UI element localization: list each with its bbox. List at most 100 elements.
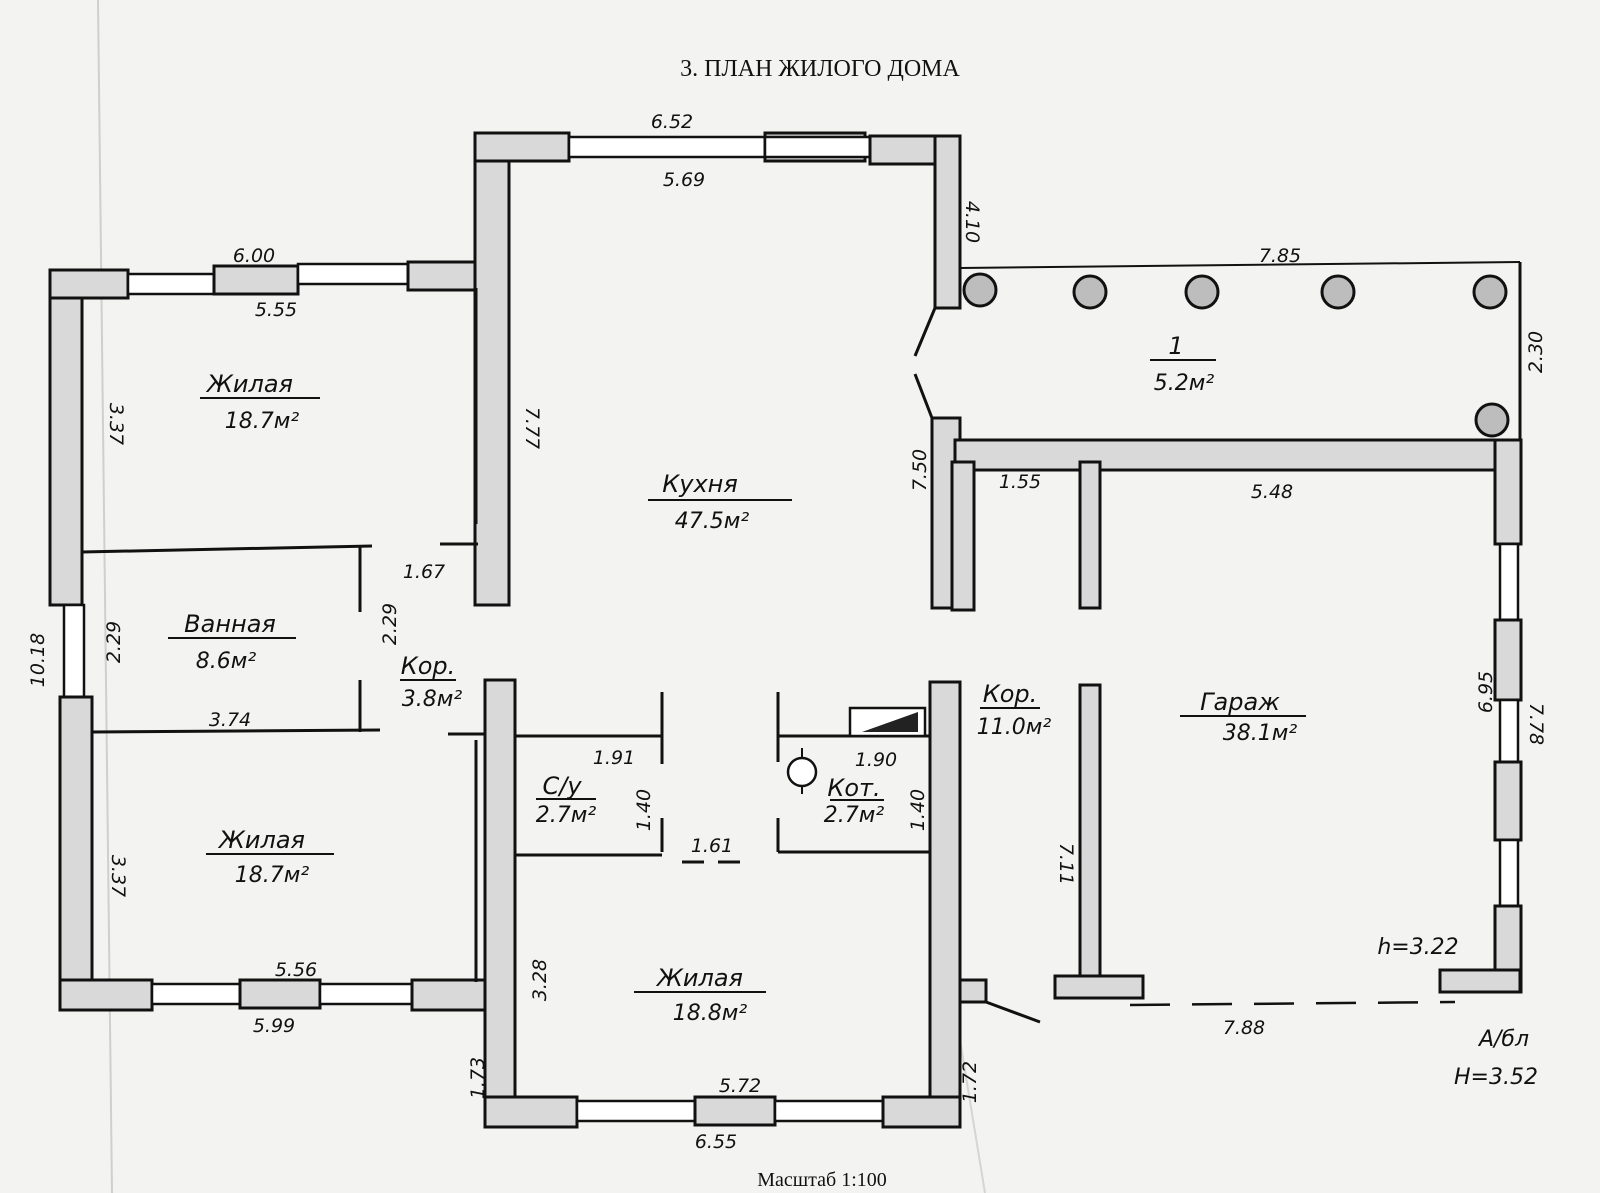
- dim-6-00: 6.00: [233, 245, 275, 267]
- dim-5-72: 5.72: [719, 1075, 761, 1097]
- dim-1-40-left: 1.40: [633, 789, 655, 831]
- dim-3-28: 3.28: [529, 959, 551, 1001]
- dim-1-55: 1.55: [999, 471, 1041, 493]
- dim-7-88: 7.88: [1223, 1017, 1265, 1039]
- wall-kitchen-right-upper: [933, 134, 962, 310]
- room-living-bottom-area: 18.7м²: [235, 863, 310, 888]
- room-boiler-name: Кот.: [827, 774, 880, 802]
- terrace-column-5: [1472, 274, 1508, 310]
- dim-1-67: 1.67: [403, 561, 445, 583]
- wall-corridor-foot: [1053, 974, 1145, 1000]
- dim-3-37-bottom: 3.37: [107, 855, 129, 897]
- wall-left-outer-lower: [58, 695, 94, 1009]
- wall-entrance-stub: [958, 978, 988, 1004]
- dim-5-69: 5.69: [663, 169, 705, 191]
- terrace-column-6: [1474, 402, 1510, 438]
- dim-7-77: 7.77: [521, 407, 543, 449]
- dim-1-72: 1.72: [959, 1061, 981, 1103]
- room-living-bottom-name: Жилая: [217, 826, 305, 854]
- dim-5-55: 5.55: [255, 299, 297, 321]
- window-garage-right-2: [1498, 698, 1520, 764]
- door-swing-terrace-bottom: [913, 373, 934, 419]
- room-wc-area: 2.7м²: [536, 803, 597, 828]
- wall-corridor-right: [1078, 683, 1102, 979]
- room-garage-area: 38.1м²: [1223, 721, 1298, 746]
- room-kitchen-area: 47.5м²: [675, 509, 750, 534]
- dim-1-73: 1.73: [467, 1057, 489, 1099]
- dim-7-11: 7.11: [1055, 843, 1077, 885]
- window-left-top-2: [296, 262, 410, 286]
- dim-1-61: 1.61: [691, 835, 733, 857]
- window-center-bottom-2: [773, 1099, 885, 1123]
- wall-center-right: [928, 680, 962, 1104]
- partition-bath-living: [91, 728, 381, 734]
- wall-garage-bottom-right: [1438, 968, 1522, 994]
- wall-center-bottom-b: [693, 1095, 777, 1127]
- dim-2-29-right: 2.29: [379, 603, 401, 645]
- terrace-column-3: [1184, 274, 1220, 310]
- window-kitchen-top-1: [567, 135, 767, 159]
- door-swing-terrace-top: [913, 307, 937, 357]
- wall-center-left: [483, 678, 517, 1102]
- dim-6-55: 6.55: [695, 1131, 737, 1153]
- wall-left-outer-upper: [48, 268, 84, 607]
- garage-gate-line: [1129, 1000, 1456, 1007]
- dim-6-52: 6.52: [651, 111, 693, 133]
- window-left-top-1: [126, 272, 216, 296]
- wall-left-top-b: [212, 264, 300, 296]
- dim-3-37-top: 3.37: [105, 403, 127, 445]
- room-wc-name: С/у: [542, 772, 582, 800]
- room-boiler-area: 2.7м²: [824, 803, 885, 828]
- door-swing-entrance: [985, 1000, 1041, 1024]
- window-center-bottom-1: [575, 1099, 697, 1123]
- page-fold-line-right: [959, 1039, 986, 1193]
- window-left: [62, 603, 86, 699]
- note-litera: А/бл: [1477, 1027, 1529, 1052]
- wall-center-bottom-a: [483, 1095, 579, 1129]
- room-bath-area: 8.6м²: [196, 649, 257, 674]
- wall-garage-right-mid1: [1493, 618, 1523, 702]
- dim-2-30: 2.30: [1525, 331, 1547, 373]
- wall-garage-right-upper: [1493, 438, 1523, 546]
- dim-4-10: 4.10: [961, 201, 983, 243]
- window-left-bottom-2: [318, 982, 414, 1006]
- room-corridor-small-name: Кор.: [401, 652, 456, 680]
- gas-meter-icon: [786, 756, 818, 788]
- dim-6-95: 6.95: [1475, 671, 1497, 713]
- note-total-height: H=3.52: [1454, 1065, 1538, 1090]
- terrace-column-4: [1320, 274, 1356, 310]
- page-title: 3. ПЛАН ЖИЛОГО ДОМА: [680, 56, 960, 82]
- dim-7-50: 7.50: [909, 449, 931, 491]
- dim-5-48: 5.48: [1251, 481, 1293, 503]
- room-kitchen-name: Кухня: [662, 470, 738, 498]
- wall-garage-stub-1: [950, 460, 976, 612]
- dim-3-74: 3.74: [209, 709, 251, 731]
- room-living-center-area: 18.8м²: [673, 1001, 748, 1026]
- scale-label: Масштаб 1:100: [757, 1169, 887, 1191]
- boiler-unit-fill: [862, 712, 918, 732]
- dim-7-85: 7.85: [1259, 245, 1301, 267]
- wall-left-bottom-b: [238, 978, 322, 1010]
- window-garage-right-3: [1498, 838, 1520, 908]
- room-living-top-area: 18.7м²: [225, 409, 300, 434]
- terrace-column-2: [1072, 274, 1108, 310]
- room-corridor-small-area: 3.8м²: [402, 687, 463, 712]
- dim-2-29-left: 2.29: [103, 621, 125, 663]
- room-corridor-large-name: Кор.: [983, 680, 1038, 708]
- wall-left-bottom-a: [58, 978, 154, 1012]
- window-left-bottom-1: [150, 982, 242, 1006]
- note-garage-height: h=3.22: [1377, 935, 1458, 960]
- wall-center-bottom-c: [881, 1095, 962, 1129]
- wall-garage-top: [953, 438, 1517, 472]
- dim-1-40-right: 1.40: [907, 789, 929, 831]
- dim-5-99: 5.99: [253, 1015, 295, 1037]
- wall-left-bottom-c: [410, 978, 494, 1012]
- room-bath-name: Ванная: [184, 610, 276, 638]
- dim-7-78: 7.78: [1525, 703, 1547, 745]
- wall-garage-stub-2: [1078, 460, 1102, 610]
- page-fold-line: [97, 0, 113, 1193]
- terrace-column-1: [962, 272, 998, 308]
- room-living-top-name: Жилая: [205, 370, 293, 398]
- room-terrace-area: 5.2м²: [1154, 371, 1215, 396]
